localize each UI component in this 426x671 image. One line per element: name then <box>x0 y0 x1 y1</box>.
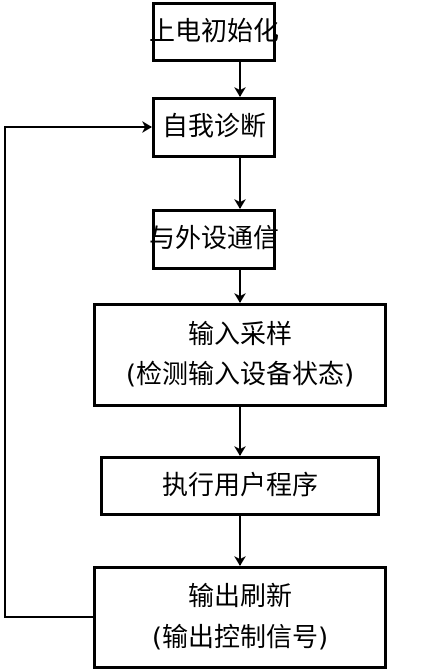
step-peripheral-communication: 与外设通信 <box>149 209 280 270</box>
step-label: 与外设通信 <box>149 224 280 255</box>
loop-back-arrow <box>4 121 152 618</box>
step-label: 输出刷新 <box>187 582 292 613</box>
step-detail: (输出控制信号) <box>151 622 329 653</box>
step-self-diagnosis: 自我诊断 <box>152 97 276 158</box>
step-label: 输入采样 <box>187 319 292 350</box>
step-label: 自我诊断 <box>161 112 266 143</box>
step-detail: (检测输入设备状态) <box>125 360 355 390</box>
step-input-sampling: 输入采样 (检测输入设备状态) <box>93 303 387 407</box>
step-execute-user-program: 执行用户程序 <box>100 456 380 516</box>
step-label: 上电初始化 <box>149 16 280 47</box>
step-label: 执行用户程序 <box>161 470 318 501</box>
step-output-refresh: 输出刷新 (输出控制信号) <box>93 566 387 669</box>
step-power-on-init: 上电初始化 <box>149 2 280 62</box>
